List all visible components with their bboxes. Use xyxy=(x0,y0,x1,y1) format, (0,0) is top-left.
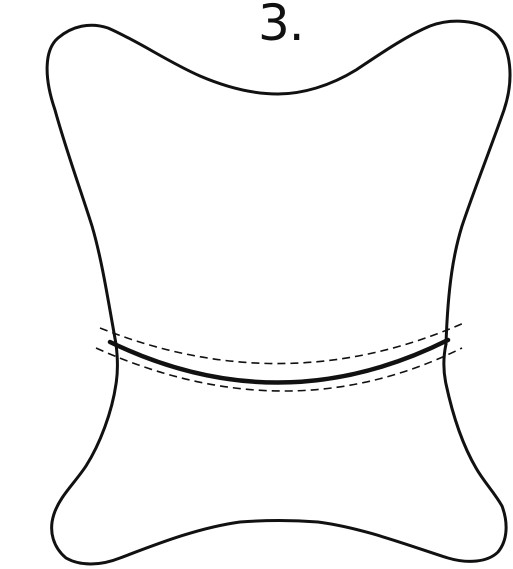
lower-piece-outline xyxy=(52,344,506,564)
upper-piece-outline xyxy=(47,21,510,344)
